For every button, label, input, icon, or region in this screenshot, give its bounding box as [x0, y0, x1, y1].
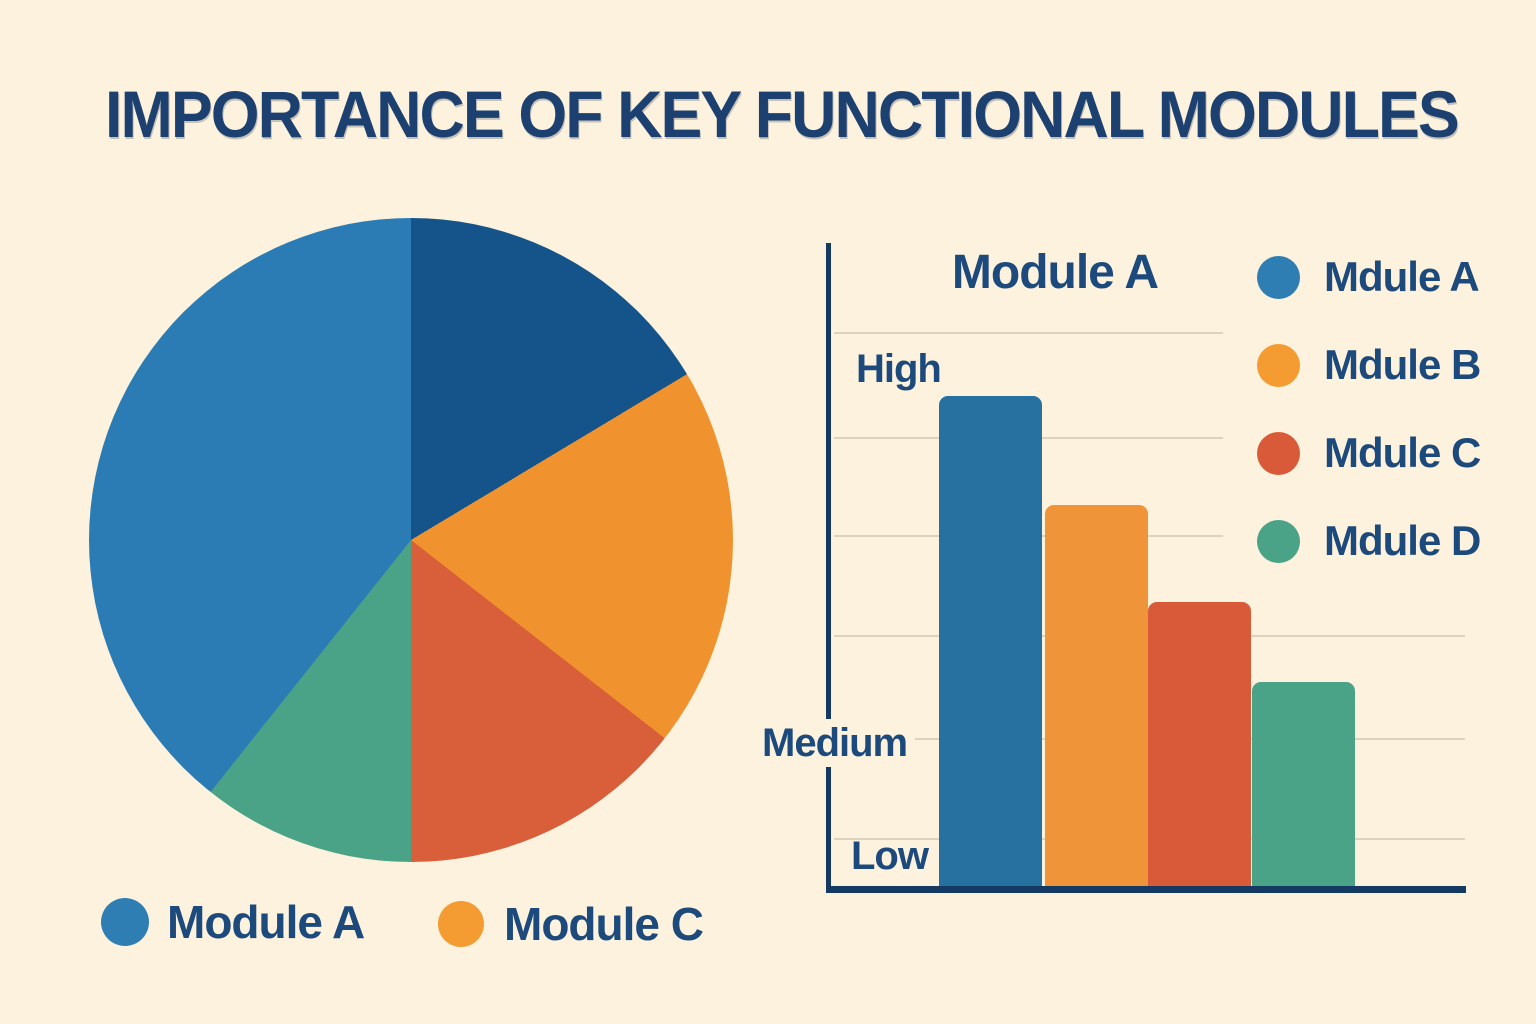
- legend-dot-icon: [1257, 255, 1300, 299]
- bar-mdule-b: [1045, 505, 1148, 888]
- legend-dot-icon: [101, 898, 149, 946]
- legend-dot-icon: [1257, 343, 1300, 387]
- legend-item-label: Module C: [504, 898, 704, 950]
- bar-legend-item: Mdule D: [1257, 517, 1481, 565]
- bar-chart-title: Module A: [951, 246, 1159, 299]
- legend-dot-icon: [1257, 519, 1300, 563]
- bar-legend-item: Mdule B: [1257, 341, 1481, 389]
- pie-legend-item: Module A: [101, 896, 365, 948]
- bar-legend-item: Mdule A: [1257, 253, 1480, 301]
- bar-mdule-c: [1148, 602, 1251, 888]
- legend-item-label: Mdule B: [1324, 341, 1481, 388]
- y-tick-label-high: High: [856, 347, 942, 391]
- pie-chart: [89, 218, 733, 862]
- legend-dot-icon: [1257, 431, 1300, 475]
- bar-legend-item: Mdule C: [1257, 429, 1481, 477]
- legend-item-label: Mdule A: [1324, 253, 1480, 300]
- y-tick-label-low: Low: [851, 834, 929, 878]
- y-axis-line: [826, 243, 831, 890]
- gridline: [834, 332, 1223, 334]
- legend-dot-icon: [438, 901, 484, 947]
- page-title: IMPORTANCE OF KEY FUNCTIONAL MODULES: [105, 77, 1460, 151]
- pie-legend-item: Module C: [438, 898, 704, 950]
- x-axis-line: [826, 886, 1466, 893]
- bar-mdule-d: [1252, 682, 1355, 888]
- y-tick-label-medium: Medium: [762, 719, 916, 767]
- legend-item-label: Mdule D: [1324, 517, 1481, 564]
- legend-item-label: Mdule C: [1324, 429, 1481, 476]
- legend-item-label: Module A: [167, 896, 365, 948]
- bar-mdule-a: [939, 396, 1042, 888]
